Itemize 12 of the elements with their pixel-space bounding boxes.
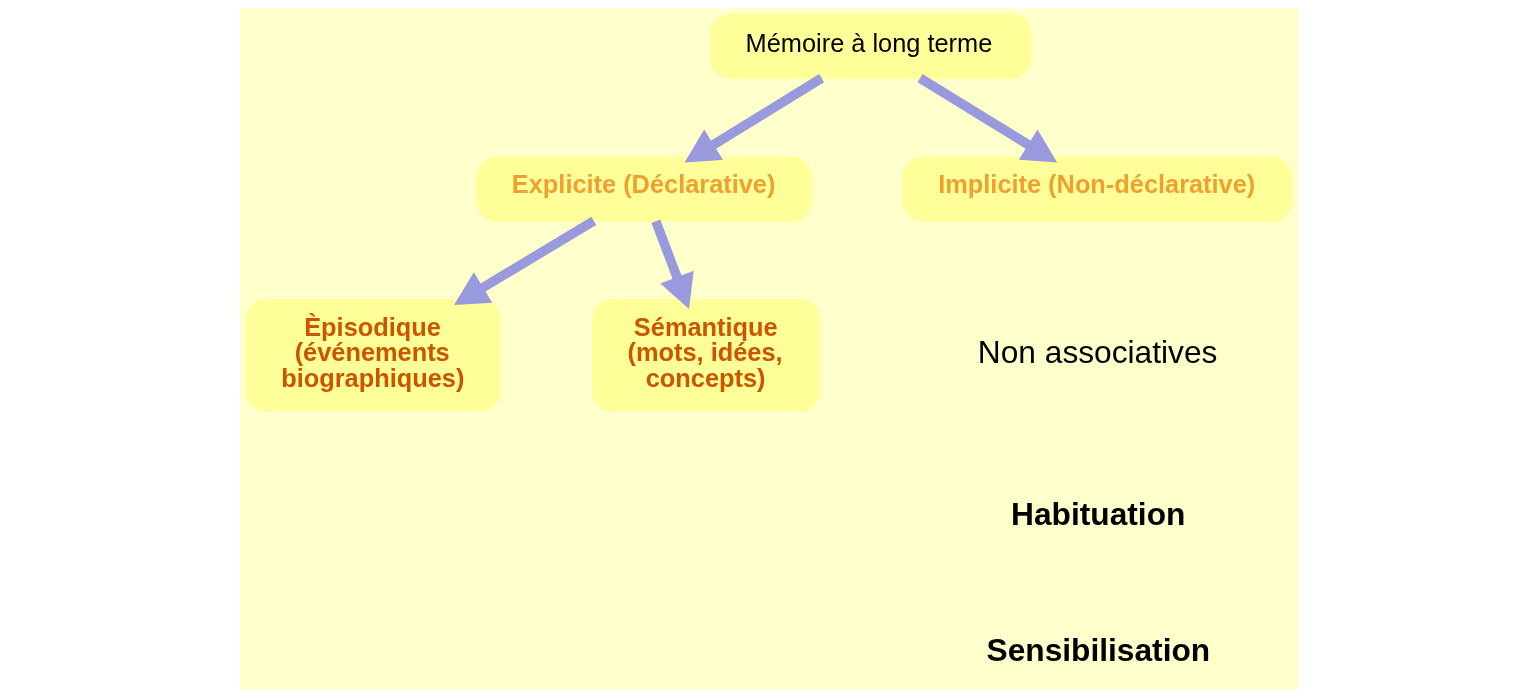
- node-box: Explicite (Déclarative): [476, 156, 813, 222]
- node-box: Èpisodique (événements biographiques): [245, 299, 501, 412]
- label: Non associatives: [977, 334, 1218, 371]
- node-box: Sémantique (mots, idées, concepts): [591, 299, 821, 412]
- label: Habituation: [1011, 495, 1186, 532]
- arrow: [651, 219, 694, 309]
- node-box: Mémoire à long terme: [709, 13, 1032, 79]
- arrow: [917, 74, 1058, 163]
- arrow: [684, 74, 825, 163]
- node-box: Implicite (Non-déclarative): [902, 156, 1293, 222]
- label: Sensibilisation: [986, 632, 1211, 669]
- arrow: [453, 216, 597, 306]
